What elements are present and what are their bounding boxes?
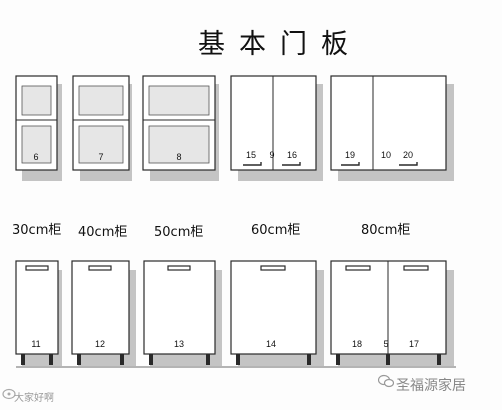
upper-label-16: 16: [287, 150, 297, 160]
upper-frame-door-8: [142, 75, 216, 171]
lower-label-14: 14: [266, 339, 276, 349]
upper-label-7: 7: [98, 152, 103, 162]
upper-label-19: 19: [345, 150, 355, 160]
lower-double-door-80cm: [330, 260, 447, 365]
lower-door-30cm: [15, 260, 59, 365]
lower-label-11: 11: [31, 339, 40, 349]
size-label-40cm: 40cm柜: [78, 225, 128, 240]
lower-label-12: 12: [95, 339, 105, 349]
upper-label-20: 20: [403, 150, 413, 160]
upper-double-door-80cm: [330, 75, 447, 171]
lower-label-17: 17: [409, 339, 419, 349]
weibo-icon: [2, 388, 16, 400]
diagram-title: 基本门板: [198, 29, 362, 60]
upper-label-8: 8: [176, 152, 181, 162]
wechat-icon: [378, 374, 394, 388]
upper-double-door-60cm: [230, 75, 317, 171]
upper-label-9: 9: [269, 150, 274, 160]
lower-label-18: 18: [352, 339, 362, 349]
lower-door-60cm: [230, 260, 317, 365]
size-label-60cm: 60cm柜: [251, 223, 301, 238]
size-label-30cm: 30cm柜: [12, 223, 62, 238]
upper-frame-door-7: [72, 75, 130, 171]
size-label-80cm: 80cm柜: [361, 223, 411, 238]
lower-door-40cm: [71, 260, 130, 365]
watermark-text: 大家好啊: [14, 393, 54, 404]
lower-door-50cm: [143, 260, 216, 365]
upper-label-15: 15: [246, 150, 256, 160]
upper-label-6: 6: [33, 152, 38, 162]
upper-frame-door-6: [15, 75, 58, 171]
lower-label-5: 5: [383, 339, 388, 349]
lower-label-13: 13: [174, 339, 184, 349]
upper-label-10: 10: [381, 150, 391, 160]
brand-name: 圣福源家居: [396, 378, 466, 394]
size-label-50cm: 50cm柜: [154, 225, 204, 240]
